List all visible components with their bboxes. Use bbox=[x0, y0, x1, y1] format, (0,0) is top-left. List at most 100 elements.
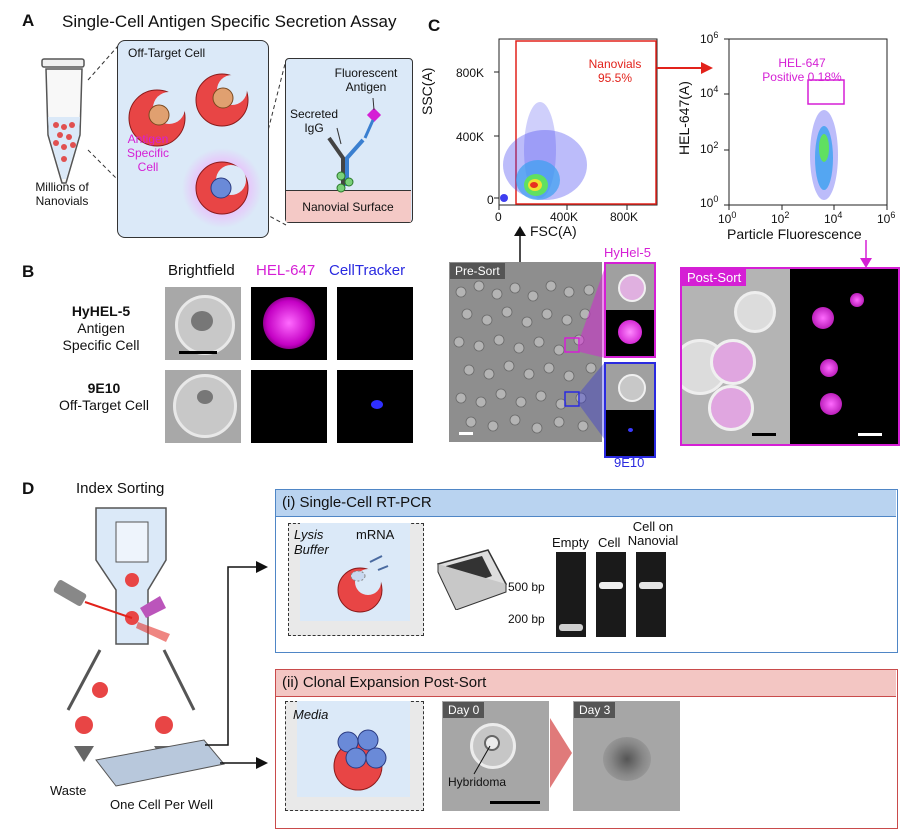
rtpcr-title: (i) Single-Cell RT-PCR bbox=[282, 494, 432, 511]
day3-image bbox=[573, 701, 680, 811]
one-cell-label: One Cell Per Well bbox=[110, 797, 214, 812]
pcr-machine-icon bbox=[436, 549, 508, 610]
hel-image-row1 bbox=[251, 287, 327, 360]
fluorescent-antigen-label: Fluorescent Antigen bbox=[334, 66, 398, 94]
panel-a-letter: A bbox=[22, 11, 35, 30]
up-arrow bbox=[514, 226, 526, 262]
p2-ytick-0: 100 bbox=[700, 194, 719, 210]
day0-image bbox=[442, 701, 549, 811]
flow-sorter-illustration bbox=[53, 507, 225, 787]
lysis-word: Lysis bbox=[294, 527, 324, 542]
chevron-arrow-icon bbox=[550, 718, 572, 788]
red-arrow bbox=[657, 62, 713, 74]
media-label: Media bbox=[293, 707, 329, 722]
p2-xtick-0: 100 bbox=[718, 210, 737, 226]
panel-c-letter: C bbox=[428, 16, 441, 35]
p2-xtick-2: 102 bbox=[771, 210, 790, 226]
ct-image-row1 bbox=[337, 287, 413, 360]
waste-label: Waste bbox=[50, 783, 87, 798]
p2-ytick-6: 106 bbox=[700, 30, 719, 46]
nanovial-cells-illustration bbox=[128, 73, 262, 228]
down-arrow-magenta bbox=[860, 240, 872, 268]
bf-image-row1 bbox=[165, 287, 241, 360]
bp500-label: 500 bp bbox=[508, 580, 545, 594]
col-hel647: HEL-647 bbox=[256, 262, 316, 279]
scatter-plot-fsc-ssc bbox=[494, 38, 658, 210]
row1-line3: Specific Cell bbox=[62, 337, 140, 353]
panel-d-letter: D bbox=[22, 479, 35, 498]
row1-line2: Antigen bbox=[77, 320, 125, 336]
antigen-specific-label: Antigen Specific Cell bbox=[126, 132, 170, 174]
postsort-tag: Post-Sort bbox=[682, 269, 747, 286]
gel-cellon-line2: Nanovial bbox=[627, 533, 679, 548]
panel-a-connectors bbox=[87, 45, 287, 226]
day3-tag: Day 3 bbox=[574, 702, 616, 718]
mrna-label: mRNA bbox=[356, 527, 395, 542]
hybridoma-label: Hybridoma bbox=[448, 775, 507, 789]
gel-lane-cell bbox=[596, 552, 626, 637]
p1-gate-pct: 95.5% bbox=[597, 71, 633, 85]
gel-lane-empty bbox=[556, 552, 586, 637]
nanovial-surface-label: Nanovial Surface bbox=[302, 200, 394, 214]
presort-image bbox=[449, 262, 602, 442]
p2-xtick-4: 104 bbox=[824, 210, 843, 226]
tube-label: Millions of Nanovials bbox=[35, 180, 89, 208]
gel-empty-label: Empty bbox=[552, 535, 589, 550]
gel-lane-nanovial bbox=[636, 552, 666, 637]
buffer-word: Buffer bbox=[294, 542, 329, 557]
panel-a-title: Single-Cell Antigen Specific Secretion A… bbox=[62, 12, 397, 31]
scatter-plot-hel647 bbox=[724, 38, 888, 210]
row1-name: HyHEL-5 bbox=[71, 303, 131, 319]
gel-cellon-label: Cell on Nanovial bbox=[622, 520, 684, 548]
lysis-text: Lysis Buffer bbox=[294, 527, 329, 557]
p1-xtick-0: 0 bbox=[495, 210, 502, 224]
hyhel-label: HyHel-5 bbox=[604, 245, 651, 260]
gel-cellon-line1: Cell on bbox=[632, 519, 674, 534]
off-target-label: Off-Target Cell bbox=[128, 46, 206, 60]
secreted-igg-label: Secreted IgG bbox=[290, 107, 339, 135]
bf-image-row2 bbox=[165, 370, 241, 443]
e9-label: 9E10 bbox=[614, 455, 645, 470]
gel-cell-label: Cell bbox=[598, 535, 621, 550]
p2-xtick-6: 106 bbox=[877, 210, 896, 226]
media-cells bbox=[333, 729, 387, 791]
p2-ytick-2: 102 bbox=[700, 140, 719, 156]
p1-ylabel: SSC(A) bbox=[419, 67, 435, 115]
p1-ytick-0: 0 bbox=[487, 193, 494, 207]
col-celltracker: CellTracker bbox=[329, 262, 406, 279]
tube-illustration bbox=[41, 58, 85, 184]
p1-gate-name: Nanovials bbox=[588, 57, 642, 71]
p1-xtick-800k: 800K bbox=[610, 210, 639, 224]
row2-label: 9E10 Off-Target Cell bbox=[54, 380, 154, 414]
clonal-header bbox=[276, 670, 896, 697]
p2-gate-label: HEL-647 Positive 0.18% bbox=[752, 56, 852, 84]
p1-ytick-400k: 400K bbox=[456, 130, 485, 144]
hel-image-row2 bbox=[251, 370, 327, 443]
postsort-frame bbox=[680, 267, 900, 446]
e9-inset bbox=[604, 362, 656, 458]
rtpcr-header bbox=[276, 490, 896, 517]
ct-image-row2 bbox=[337, 370, 413, 443]
lysis-cell bbox=[337, 555, 389, 613]
rtpcr-box bbox=[275, 489, 898, 653]
p2-gate-name: HEL-647 bbox=[778, 56, 826, 70]
clonal-title: (ii) Clonal Expansion Post-Sort bbox=[282, 674, 487, 691]
p1-xlabel: FSC(A) bbox=[530, 223, 577, 239]
hybridoma-pointer bbox=[473, 745, 491, 775]
presort-tag: Pre-Sort bbox=[450, 263, 505, 279]
col-brightfield: Brightfield bbox=[168, 262, 235, 279]
p2-ylabel: HEL-647(A) bbox=[676, 81, 692, 155]
row2-name: 9E10 bbox=[87, 380, 121, 396]
index-sorting-label: Index Sorting bbox=[76, 480, 165, 497]
clonal-box bbox=[275, 669, 898, 829]
p1-ytick-800k: 800K bbox=[456, 66, 485, 80]
day0-tag: Day 0 bbox=[443, 702, 485, 718]
p2-ytick-4: 104 bbox=[700, 84, 719, 100]
nanovial-surface-band bbox=[286, 190, 411, 222]
p1-gate-label: Nanovials 95.5% bbox=[580, 57, 650, 85]
row2-line2: Off-Target Cell bbox=[59, 397, 149, 413]
antibody-illustration bbox=[327, 97, 382, 193]
hyhel-inset bbox=[604, 262, 656, 358]
panel-b-letter: B bbox=[22, 262, 35, 281]
p1-xtick-400k: 400K bbox=[550, 210, 579, 224]
